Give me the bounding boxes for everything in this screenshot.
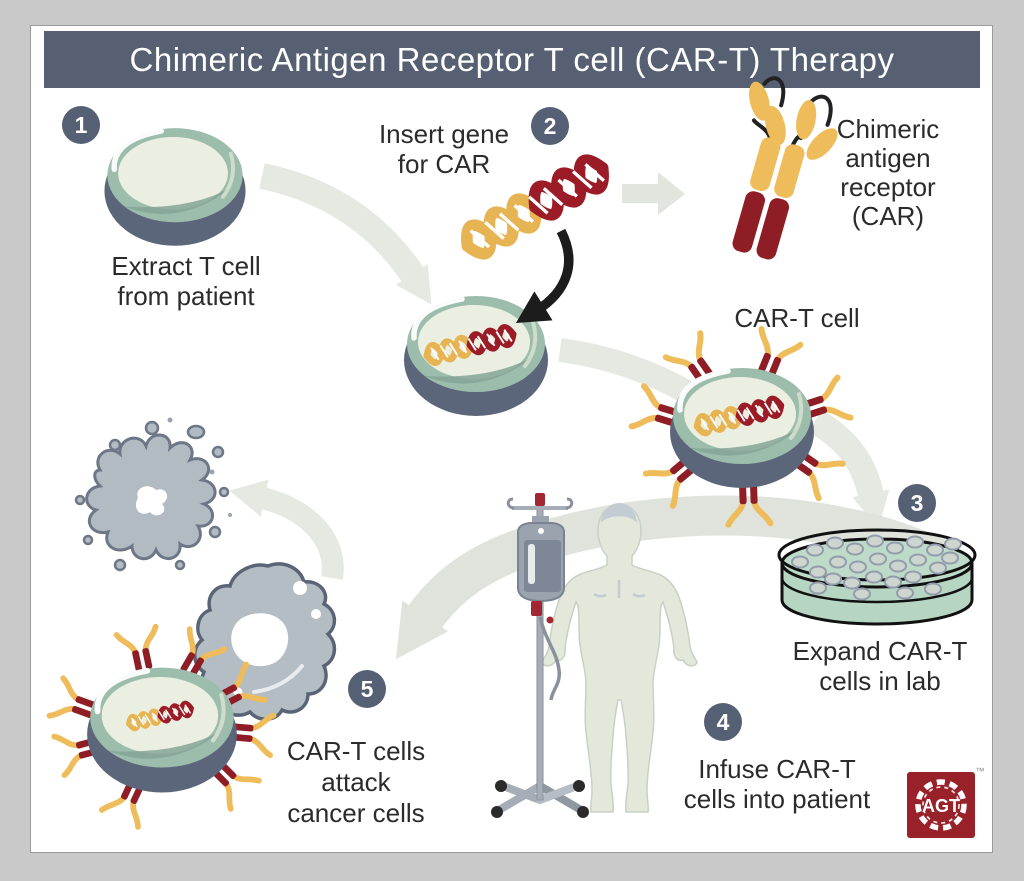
petri-dish-illustration	[777, 528, 977, 626]
cancer-cell-illustration	[193, 562, 337, 721]
step-badge-2: 2	[531, 107, 569, 145]
agt-logo: AGT ™	[907, 766, 985, 838]
arrow-cart-to-petri	[808, 409, 897, 533]
step-badge-4: 4	[704, 703, 742, 741]
agt-logo-text: AGT	[922, 796, 960, 816]
t-cell-illustration	[104, 128, 245, 246]
arrow-cancer-to-destroyed	[225, 472, 344, 580]
title-bar: Chimeric Antigen Receptor T cell (CAR-T)…	[44, 31, 980, 88]
iv-stand-illustration	[491, 493, 589, 818]
step1-label: Extract T cell from patient	[111, 251, 261, 311]
step-badge-1: 1	[62, 106, 100, 144]
page-title: Chimeric Antigen Receptor T cell (CAR-T)…	[129, 40, 895, 78]
patient-silhouette	[541, 503, 698, 813]
destroyed-cancer-cell-illustration	[74, 417, 232, 572]
arrow-dna-to-car	[622, 172, 685, 215]
step3-label: Expand CAR-T cells in lab	[792, 636, 968, 696]
car-t-cell-label: CAR-T cell	[734, 303, 860, 333]
step4-label: Infuse CAR-T cells into patient	[683, 754, 871, 814]
agt-logo-trademark: ™	[976, 766, 985, 776]
step2-label: Insert gene for CAR	[378, 119, 510, 179]
arrow-gene-into-cell	[506, 228, 574, 338]
arrow-cell-to-cart	[558, 338, 707, 411]
step-badge-3: 3	[898, 484, 936, 522]
step-badge-5: 5	[348, 670, 386, 708]
car-receptor-label: Chimeric antigen receptor (CAR)	[836, 114, 940, 231]
step5-label: CAR-T cells attack cancer cells	[286, 736, 426, 828]
arrow-extract-to-insert	[259, 163, 448, 315]
car-receptor-icon	[732, 76, 838, 260]
